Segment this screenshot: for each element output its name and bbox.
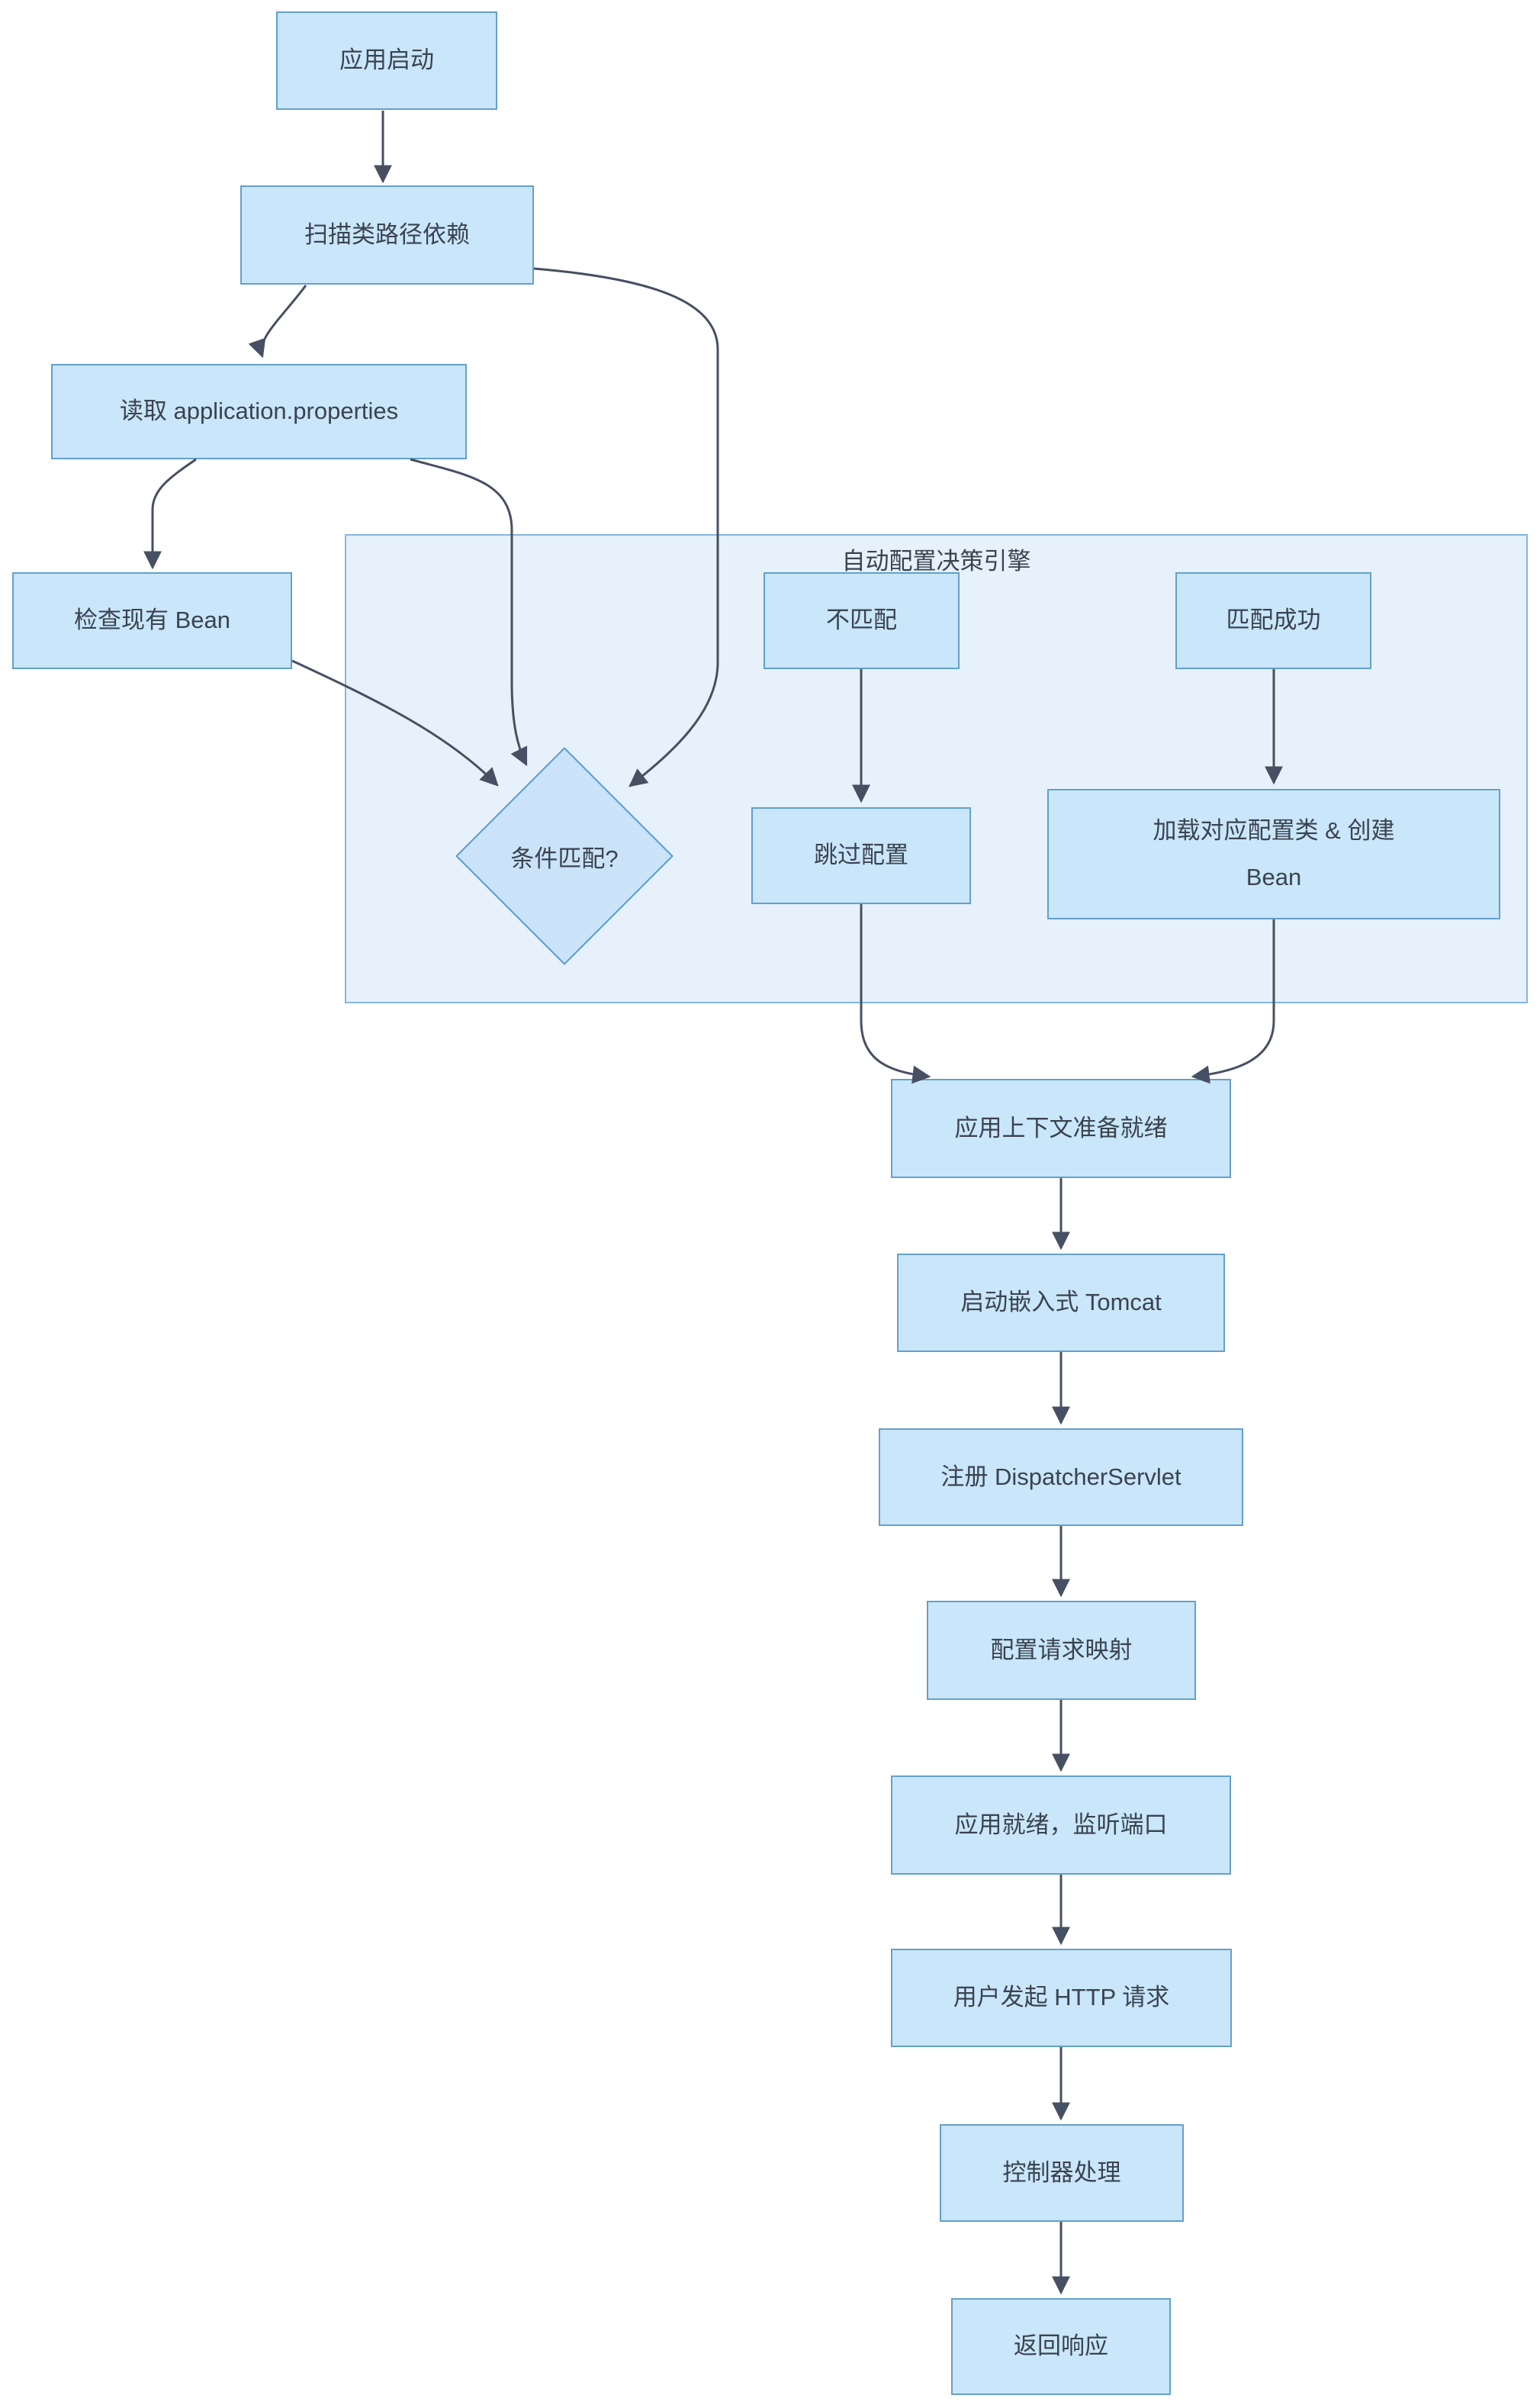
node-start-embedded-tomcat-label: 启动嵌入式 Tomcat	[960, 1289, 1162, 1316]
node-app-ready-listen-port-label: 应用就绪，监听端口	[954, 1811, 1168, 1838]
node-read-properties: 读取 application.properties	[51, 364, 467, 459]
edge-read-props-to-check-beans	[143, 458, 197, 570]
node-context-ready-label: 应用上下文准备就绪	[954, 1114, 1168, 1141]
node-match-success-label: 匹配成功	[1226, 607, 1321, 634]
node-load-config-create-bean: 加载对应配置类 & 创建 Bean	[1047, 789, 1500, 919]
node-controller-processing: 控制器处理	[940, 2124, 1184, 2222]
node-condition-match-decision: 条件匹配?	[455, 745, 674, 967]
node-user-http-request: 用户发起 HTTP 请求	[891, 1949, 1232, 2047]
node-user-http-request-label: 用户发起 HTTP 请求	[953, 1984, 1170, 2011]
node-read-properties-label: 读取 application.properties	[119, 398, 399, 425]
node-no-match: 不匹配	[764, 572, 960, 669]
node-register-dispatcherservlet: 注册 DispatcherServlet	[879, 1428, 1243, 1526]
node-context-ready: 应用上下文准备就绪	[891, 1079, 1231, 1178]
node-skip-config-label: 跳过配置	[814, 842, 908, 869]
node-no-match-label: 不匹配	[826, 607, 897, 634]
edge-scan-to-read-props	[248, 285, 307, 359]
node-return-response: 返回响应	[951, 2298, 1171, 2395]
node-check-existing-beans: 检查现有 Bean	[12, 572, 292, 669]
auto-config-engine-title: 自动配置决策引擎	[841, 548, 1031, 575]
node-scan-classpath-label: 扫描类路径依赖	[304, 221, 470, 248]
node-skip-config: 跳过配置	[751, 807, 971, 904]
node-controller-processing-label: 控制器处理	[1002, 2159, 1121, 2186]
node-register-dispatcherservlet-label: 注册 DispatcherServlet	[940, 1463, 1182, 1490]
node-load-config-label-line1: 加载对应配置类 & 创建	[1153, 817, 1395, 845]
node-start-embedded-tomcat: 启动嵌入式 Tomcat	[897, 1254, 1225, 1352]
node-app-start-label: 应用启动	[339, 47, 434, 74]
node-scan-classpath: 扫描类路径依赖	[240, 185, 534, 285]
node-configure-request-mapping: 配置请求映射	[927, 1601, 1196, 1700]
node-load-config-label-line2: Bean	[1246, 863, 1302, 890]
node-condition-match-label: 条件匹配?	[510, 845, 619, 872]
node-return-response-label: 返回响应	[1014, 2332, 1108, 2360]
node-app-start: 应用启动	[276, 11, 497, 110]
node-configure-request-mapping-label: 配置请求映射	[990, 1636, 1133, 1663]
node-match-success: 匹配成功	[1175, 572, 1371, 669]
node-app-ready-listen-port: 应用就绪，监听端口	[891, 1775, 1231, 1875]
node-check-existing-beans-label: 检查现有 Bean	[73, 607, 230, 634]
